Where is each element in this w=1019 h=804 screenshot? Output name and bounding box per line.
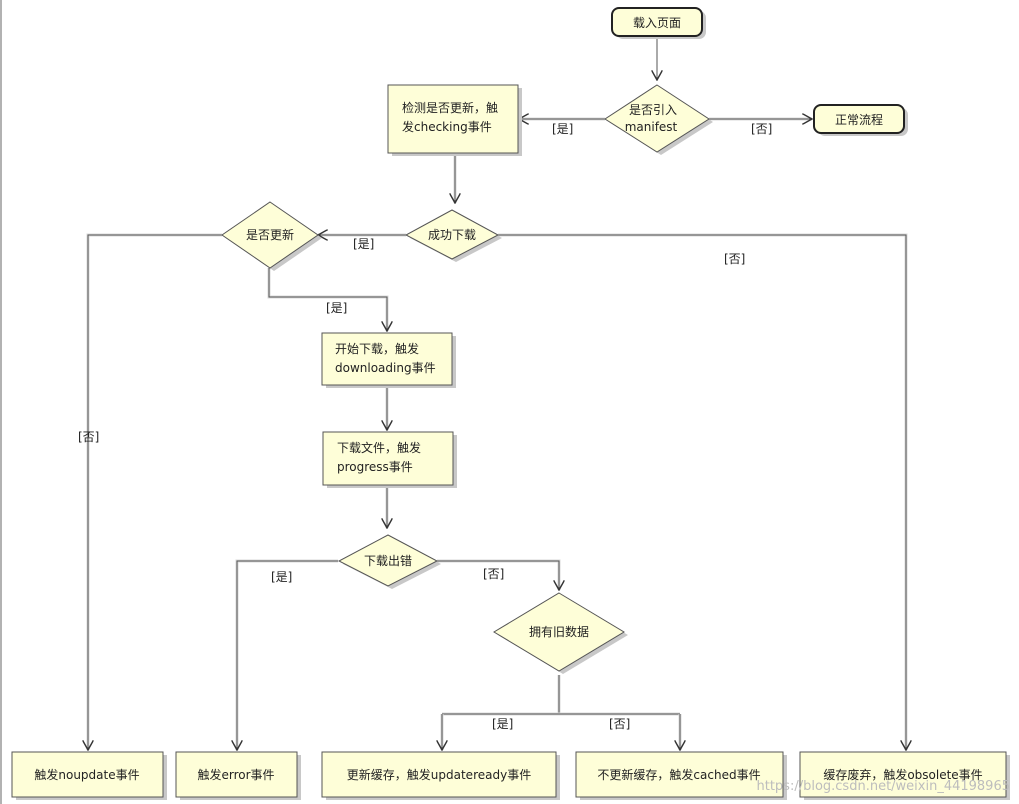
node-normal-flow-label: 正常流程	[835, 112, 883, 127]
node-start-download-line2: downloading事件	[335, 361, 436, 375]
label-isupdate-no: [否]	[78, 430, 99, 444]
label-download-no: [否]	[724, 252, 745, 266]
node-download-files: 下载文件，触发 progress事件	[322, 431, 457, 488]
node-is-update-label: 是否更新	[246, 227, 294, 242]
label-error-yes: [是]	[271, 570, 292, 584]
node-cached: 不更新缓存，触发cached事件	[575, 751, 787, 800]
edge-labels: [是] [否] [是] [否] [是] [否] [是] [否] [是] [否]	[78, 122, 772, 731]
node-cached-label: 不更新缓存，触发cached事件	[597, 767, 760, 782]
node-updateready-label: 更新缓存，触发updateready事件	[347, 767, 531, 782]
edge-isupdate-yes	[268, 268, 387, 331]
label-manifest-yes: [是]	[552, 122, 573, 136]
node-check-update: 检测是否更新，触 发checking事件	[387, 84, 522, 156]
label-download-yes: [是]	[353, 237, 374, 251]
watermark: https://blog.csdn.net/weixin_44198965	[756, 779, 1010, 794]
node-obsolete: 缓存废弃，触发obsolete事件	[799, 751, 1010, 800]
node-check-update-line1: 检测是否更新，触	[402, 100, 498, 115]
node-start-download: 开始下载，触发 downloading事件	[321, 332, 456, 388]
node-has-manifest: 是否引入 manifest	[604, 84, 713, 155]
label-olddata-yes: [是]	[492, 717, 513, 731]
label-olddata-no: [否]	[609, 717, 630, 731]
node-download-ok: 成功下载	[404, 209, 502, 262]
edge-download-no	[498, 234, 906, 750]
node-check-update-line2: 发checking事件	[402, 119, 492, 134]
label-error-no: [否]	[483, 567, 504, 581]
node-has-manifest-line2: manifest	[625, 120, 678, 134]
node-obsolete-label: 缓存废弃，触发obsolete事件	[823, 767, 982, 782]
node-normal-flow: 正常流程	[813, 104, 908, 136]
node-download-ok-label: 成功下载	[428, 228, 476, 242]
node-download-error: 下载出错	[337, 534, 441, 589]
node-download-error-label: 下载出错	[364, 554, 412, 568]
node-error-label: 触发error事件	[197, 767, 274, 782]
edges	[88, 37, 906, 750]
node-noupdate: 触发noupdate事件	[11, 751, 167, 800]
node-has-old-data-label: 拥有旧数据	[529, 624, 589, 639]
node-noupdate-label: 触发noupdate事件	[34, 767, 139, 782]
edge-isupdate-no	[88, 234, 222, 750]
node-has-old-data: 拥有旧数据	[493, 592, 628, 674]
edge-error-no	[437, 560, 559, 590]
label-manifest-no: [否]	[751, 122, 772, 136]
node-has-manifest-line1: 是否引入	[629, 103, 677, 117]
node-download-files-line1: 下载文件，触发	[337, 440, 421, 455]
edge-error-yes	[237, 560, 338, 750]
node-start-download-line1: 开始下载，触发	[335, 341, 419, 356]
node-start: 载入页面	[611, 7, 706, 39]
node-updateready: 更新缓存，触发updateready事件	[321, 751, 560, 800]
label-isupdate-yes: [是]	[326, 301, 347, 315]
node-error: 触发error事件	[175, 751, 301, 800]
node-start-label: 载入页面	[633, 16, 681, 30]
node-download-files-line2: progress事件	[337, 460, 413, 474]
node-is-update: 是否更新	[221, 201, 322, 271]
